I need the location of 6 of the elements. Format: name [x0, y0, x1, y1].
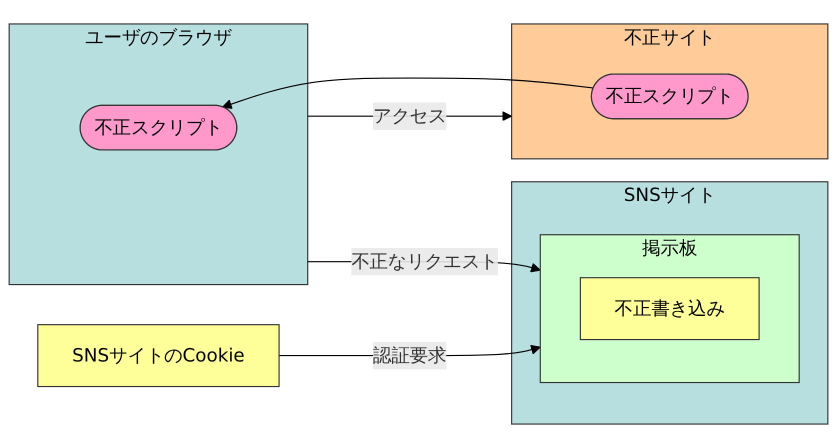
edge-label: 不正なリクエスト [351, 250, 498, 272]
node-box: 不正書き込み [580, 277, 760, 340]
node-box: SNSサイトのCookie [37, 324, 280, 388]
edge-label: 認証要求 [373, 344, 446, 366]
arrow [222, 78, 594, 109]
edge-label: アクセス [373, 104, 446, 126]
